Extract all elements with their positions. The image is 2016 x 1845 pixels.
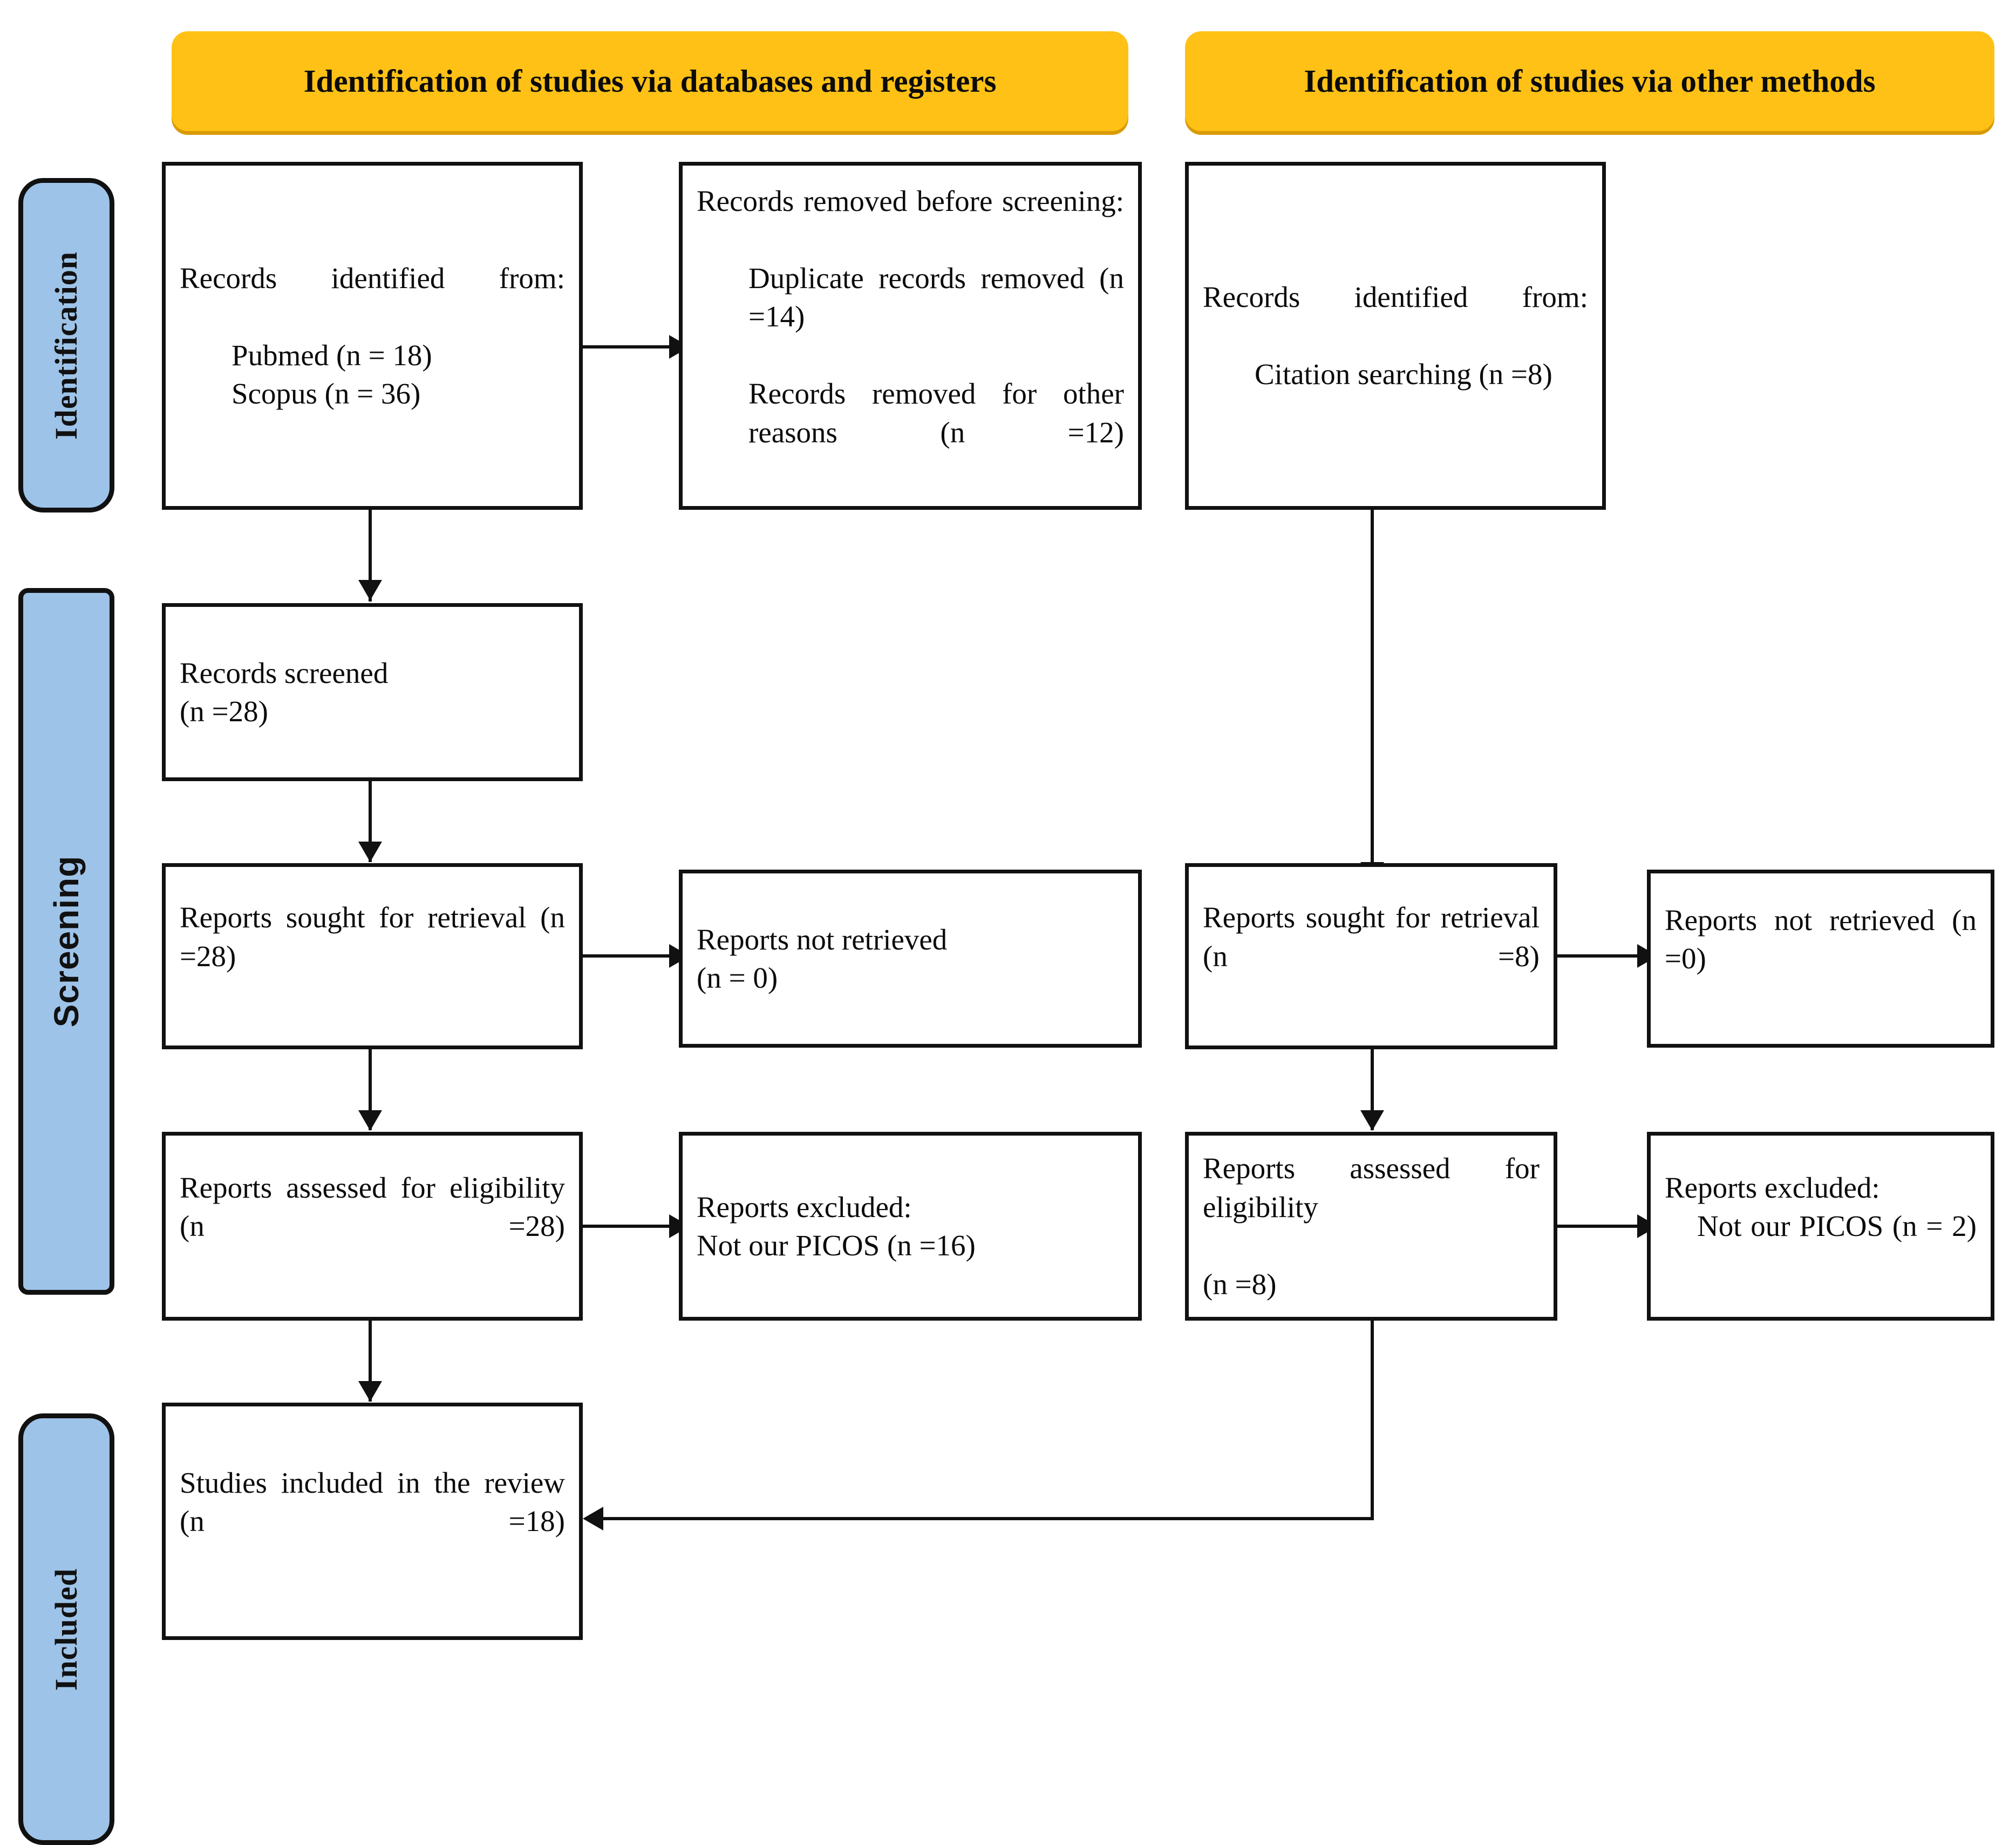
records-identified-other-line-1: Records identified from: bbox=[1203, 281, 1588, 314]
studies-included-line-1: Studies included in the review (n =18) bbox=[180, 1466, 565, 1538]
reports-assessed-other-line-1: Reports assessed for eligibility bbox=[1203, 1152, 1540, 1224]
arrowhead-screened-to-sought-db bbox=[358, 842, 382, 862]
connector-screened-to-sought-db bbox=[369, 781, 372, 862]
banner-other-methods: Identification of studies via other meth… bbox=[1185, 31, 1994, 131]
arrowhead-other-assessed-to-included bbox=[583, 1507, 603, 1530]
reports-excluded-other-line-2: Not our PICOS (n = 2) bbox=[1697, 1210, 1977, 1243]
phase-label-included-text: Included bbox=[49, 1568, 84, 1691]
banner-databases-registers-text: Identification of studies via databases … bbox=[303, 63, 997, 99]
box-reports-sought-retrieval-other: Reports sought for retrieval (n =8) bbox=[1185, 863, 1557, 1049]
phase-label-screening: Screening bbox=[18, 588, 114, 1295]
connector-sought-to-assessed-other bbox=[1371, 1049, 1374, 1130]
arrowhead-assessed-to-included bbox=[358, 1381, 382, 1402]
prisma-flow-diagram: Identification Screening Included Identi… bbox=[18, 31, 1994, 1845]
box-reports-assessed-eligibility-other: Reports assessed for eligibility (n =8) bbox=[1185, 1132, 1557, 1321]
box-records-identified-other-methods: Records identified from: Citation search… bbox=[1185, 162, 1606, 510]
reports-not-retrieved-other-line-1: Reports not retrieved (n =0) bbox=[1665, 903, 1977, 975]
reports-sought-other-line-1: Reports sought for retrieval (n =8) bbox=[1203, 901, 1540, 973]
connector-citation-to-sought-other bbox=[1371, 510, 1374, 882]
records-removed-line-2: Duplicate records removed (n =14) bbox=[748, 261, 1124, 333]
arrowhead-sought-to-assessed-other bbox=[1360, 1110, 1384, 1131]
box-reports-excluded-other: Reports excluded: Not our PICOS (n = 2) bbox=[1647, 1132, 1994, 1321]
reports-assessed-db-line-1: Reports assessed for eligibility (n =28) bbox=[180, 1171, 565, 1243]
connector-sought-to-not-retrieved-db bbox=[583, 954, 676, 958]
box-records-identified-databases: Records identified from: Pubmed (n = 18)… bbox=[162, 162, 583, 510]
connector-assessed-to-excluded-other bbox=[1557, 1225, 1644, 1228]
records-identified-other-line-2: Citation searching (n =8) bbox=[1255, 358, 1552, 391]
reports-excluded-other-line-1: Reports excluded: bbox=[1665, 1171, 1880, 1204]
connector-assessed-to-included bbox=[369, 1321, 372, 1402]
records-identified-db-line-3: Scopus (n = 36) bbox=[231, 377, 421, 410]
records-removed-line-1: Records removed before screening: bbox=[697, 184, 1124, 217]
phase-label-identification-text: Identification bbox=[49, 251, 84, 440]
connector-sought-to-assessed-db bbox=[369, 1049, 372, 1130]
phase-label-screening-text: Screening bbox=[47, 855, 86, 1028]
box-studies-included-review: Studies included in the review (n =18) bbox=[162, 1403, 583, 1640]
box-records-removed-before-screening: Records removed before screening: Duplic… bbox=[679, 162, 1142, 510]
reports-sought-db-line-1: Reports sought for retrieval (n =28) bbox=[180, 901, 565, 973]
records-screened-line-1: Records screened bbox=[180, 656, 389, 689]
reports-excluded-db-line-1: Reports excluded: bbox=[697, 1190, 912, 1224]
box-reports-excluded-databases: Reports excluded: Not our PICOS (n =16) bbox=[679, 1132, 1142, 1321]
reports-not-retrieved-db-line-2: (n = 0) bbox=[697, 961, 778, 994]
phase-label-included: Included bbox=[18, 1413, 114, 1845]
reports-not-retrieved-db-line-1: Reports not retrieved bbox=[697, 922, 948, 956]
arrowhead-identified-to-screened bbox=[358, 580, 382, 600]
box-reports-not-retrieved-databases: Reports not retrieved (n = 0) bbox=[679, 870, 1142, 1048]
connector-sought-to-not-retrieved-other bbox=[1557, 954, 1644, 958]
connector-other-assessed-down bbox=[1371, 1321, 1374, 1520]
records-identified-db-line-1: Records identified from: bbox=[180, 261, 565, 295]
connector-assessed-to-excluded-db bbox=[583, 1225, 676, 1228]
connector-identified-to-screened bbox=[369, 510, 372, 602]
records-removed-line-3: Records removed for other reasons (n =12… bbox=[748, 377, 1124, 449]
reports-assessed-other-line-2: (n =8) bbox=[1203, 1267, 1277, 1301]
records-identified-db-line-2: Pubmed (n = 18) bbox=[231, 338, 432, 372]
reports-excluded-db-line-2: Not our PICOS (n =16) bbox=[697, 1229, 976, 1262]
phase-label-identification: Identification bbox=[18, 178, 114, 512]
banner-databases-registers: Identification of studies via databases … bbox=[172, 31, 1128, 131]
box-reports-not-retrieved-other: Reports not retrieved (n =0) bbox=[1647, 870, 1994, 1048]
box-records-screened: Records screened (n =28) bbox=[162, 603, 583, 781]
banner-other-methods-text: Identification of studies via other meth… bbox=[1304, 63, 1876, 99]
connector-identified-to-removed bbox=[583, 345, 676, 348]
connector-other-assessed-to-included bbox=[603, 1517, 1374, 1520]
records-screened-line-2: (n =28) bbox=[180, 695, 268, 728]
arrowhead-sought-to-assessed-db bbox=[358, 1110, 382, 1131]
box-reports-sought-retrieval-databases: Reports sought for retrieval (n =28) bbox=[162, 863, 583, 1049]
box-reports-assessed-eligibility-databases: Reports assessed for eligibility (n =28) bbox=[162, 1132, 583, 1321]
